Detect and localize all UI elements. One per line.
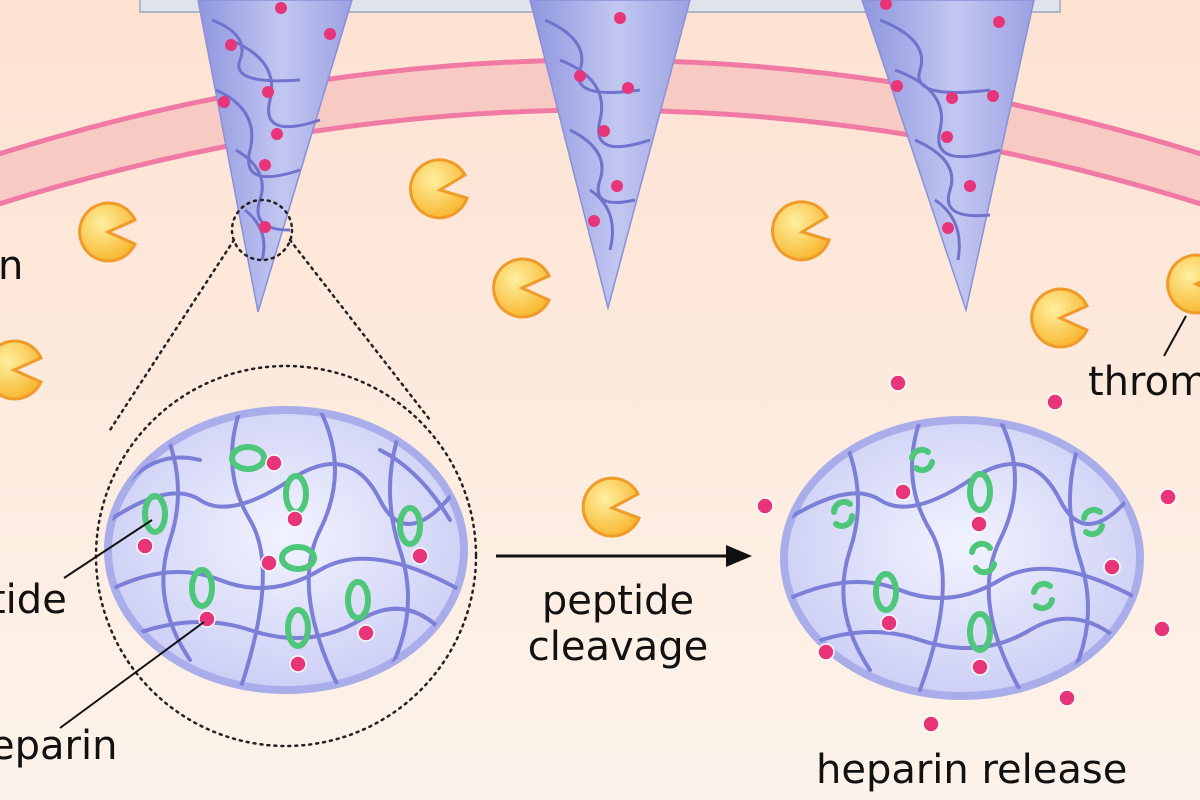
microneedle-1 <box>197 0 353 313</box>
label-thrombin: throm <box>1088 359 1200 405</box>
cleavage-arrow <box>496 545 752 567</box>
hydrogel-cleaved <box>780 416 1144 700</box>
cleavage-label: peptide cleavage <box>500 578 736 670</box>
zoom-line-left <box>108 238 236 432</box>
microneedle-2 <box>529 0 691 311</box>
released-heparin <box>756 374 1177 733</box>
cleavage-label-line1: peptide <box>541 578 695 624</box>
zoom-focus-circle <box>230 198 294 262</box>
zoom-line-right <box>288 238 432 422</box>
thrombin-3 <box>492 257 551 319</box>
heparin-leader-line <box>59 621 205 729</box>
cleavage-label-line2: cleavage <box>527 624 709 670</box>
thrombin-leader-line <box>1163 315 1187 357</box>
peptide-leader-line <box>63 519 153 579</box>
hydrogel-intact <box>104 406 468 694</box>
label-partial-top-left: n <box>0 243 24 289</box>
thrombin-1 <box>78 201 137 263</box>
label-heparin-release: heparin release <box>816 747 1128 793</box>
thrombin-4 <box>771 200 831 262</box>
thrombin-6 <box>1166 253 1200 315</box>
label-heparin: eparin <box>0 723 118 769</box>
thrombin-8 <box>581 476 641 538</box>
label-peptide: tide <box>0 577 67 623</box>
thrombin-2 <box>409 158 469 220</box>
microneedle-3 <box>861 0 1035 313</box>
thrombin-7 <box>0 339 43 401</box>
thrombin-5 <box>1030 287 1089 349</box>
